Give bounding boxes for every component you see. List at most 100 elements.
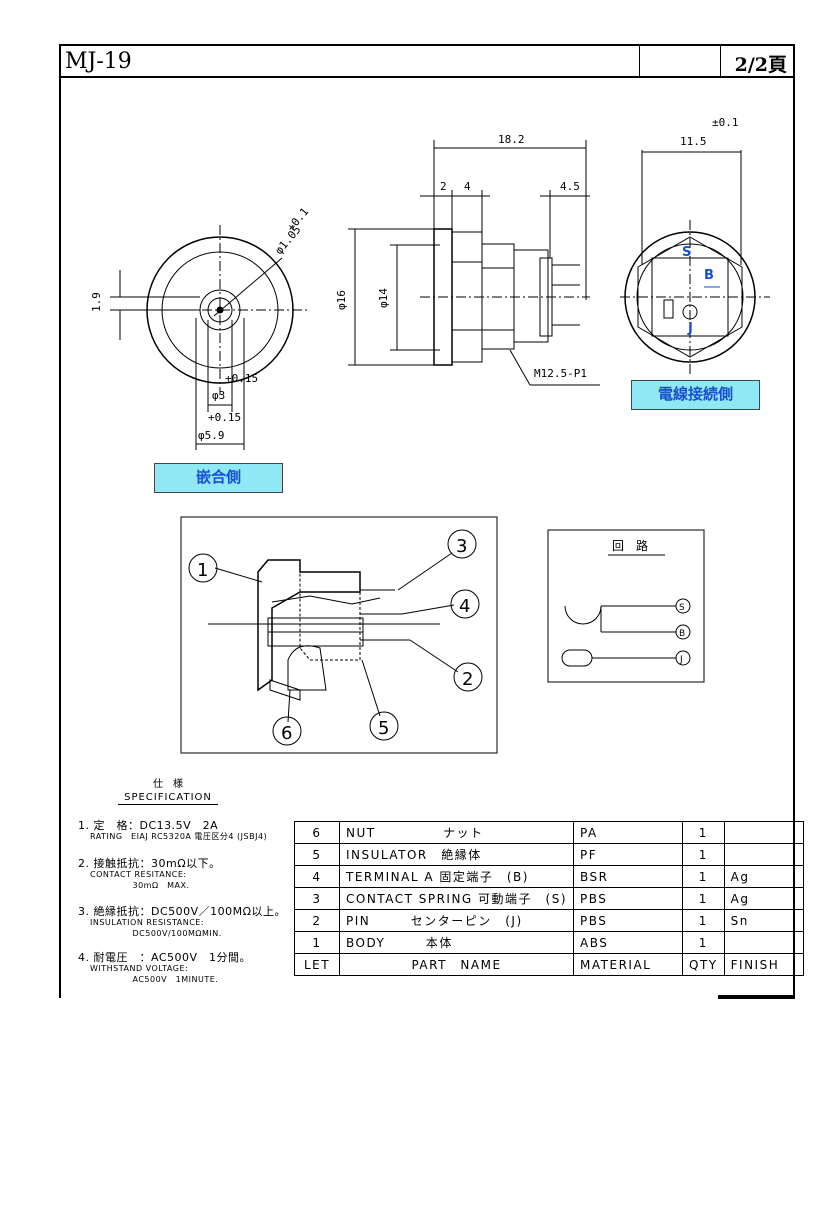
section-view-box	[180, 516, 498, 754]
table-row: 5 INSULATOR 絶縁体 PF 1	[294, 843, 804, 866]
parts-list-table: 6 NUT ナット PA 1 5 INSULATOR 絶縁体 PF 1 4 TE…	[294, 821, 804, 976]
circuit-title: 回 路	[612, 538, 648, 553]
cell-let: 5	[294, 843, 340, 866]
cell-qty: 1	[682, 931, 725, 954]
len-2-dim: 2	[440, 180, 447, 193]
circuit-box	[547, 529, 705, 683]
thread-dim: M12.5-P1	[534, 367, 587, 380]
dia14-dim: φ14	[377, 288, 390, 308]
cell-qty: 1	[682, 909, 725, 932]
cell-finish	[723, 821, 804, 844]
balloon-6: 6	[281, 723, 292, 744]
cell-finish: Sn	[723, 909, 804, 932]
table-row: 3 CONTACT SPRING 可動端子 (S) PBS 1 Ag	[294, 887, 804, 910]
page-number: 2/2頁	[734, 54, 787, 76]
cell-material: PBS	[573, 909, 684, 932]
circuit-terminal-s: S	[679, 603, 685, 613]
spec-item-sub: AC500V 1MINUTE.	[90, 975, 219, 984]
cell-material: PF	[573, 843, 684, 866]
balloon-2: 2	[462, 669, 473, 690]
cell-name: NUT ナット	[338, 821, 575, 844]
cell-finish	[723, 931, 804, 954]
spec-item-sub: DC500V/100MΩMIN.	[90, 929, 222, 938]
table-row: 4 TERMINAL A 固定端子 (B) BSR 1 Ag	[294, 865, 804, 888]
table-header-row: LET PART NAME MATERIAL QTY FINISH	[294, 953, 804, 976]
spec-title-en: SPECIFICATION	[118, 791, 218, 805]
balloon-1: 1	[197, 560, 208, 581]
model-number: MJ-19	[65, 49, 132, 74]
cell-finish	[723, 843, 804, 866]
section-view	[188, 529, 483, 746]
header-qty: QTY	[682, 953, 725, 976]
cell-qty: 1	[682, 887, 725, 910]
spec-item-sub: CONTACT RESITANCE:	[90, 870, 187, 879]
rear-terminal-s: S	[682, 245, 691, 260]
balloon-4: 4	[459, 596, 470, 617]
cell-name: INSULATOR 絶縁体	[338, 843, 575, 866]
mating-side-label: 嵌合側	[154, 463, 283, 493]
spec-item-sub: RATING EIAJ RC5320A 電圧区分4 (JSBJ4)	[90, 832, 268, 841]
rear-terminal-b: B	[704, 268, 714, 283]
balloon-5: 5	[378, 718, 389, 739]
cell-material: PA	[573, 821, 684, 844]
dia16-dim: φ16	[335, 290, 348, 310]
cell-finish: Ag	[723, 887, 804, 910]
spec-item-main: 3. 絶縁抵抗：DC500V／100MΩ以上。	[78, 905, 287, 918]
circuit-diagram	[561, 554, 691, 667]
header-part-name: PART NAME	[338, 953, 575, 976]
cell-material: BSR	[573, 865, 684, 888]
cell-name: BODY 本体	[338, 931, 575, 954]
header-finish: FINISH	[723, 953, 804, 976]
spec-item-main: 1. 定 格：DC13.5V 2A	[78, 819, 219, 832]
cell-material: ABS	[573, 931, 684, 954]
len-4-dim: 4	[464, 180, 471, 193]
header-let: LET	[294, 953, 340, 976]
spec-heading: 仕 様 SPECIFICATION	[118, 778, 218, 805]
table-row: 2 PIN センターピン (J) PBS 1 Sn	[294, 909, 804, 932]
circuit-terminal-j: J	[679, 655, 683, 665]
circuit-terminal-b: B	[679, 629, 685, 639]
spec-item-sub: WITHSTAND VOLTAGE:	[90, 964, 189, 973]
side-view	[348, 140, 600, 386]
cell-material: PBS	[573, 887, 684, 910]
bore-dim: φ5.9	[198, 429, 225, 442]
cell-let: 3	[294, 887, 340, 910]
spec-item-2: 2. 接触抵抗：30mΩ以下。 CONTACT RESITANCE: 30mΩ …	[78, 858, 221, 891]
cell-name: PIN センターピン (J)	[338, 909, 575, 932]
width-tol: ±0.1	[712, 116, 739, 129]
spec-item-sub: INSULATION RESISTANCE:	[90, 918, 205, 927]
cell-let: 1	[294, 931, 340, 954]
pin-dim: φ3	[212, 389, 225, 402]
offset-dim: 1.9	[90, 292, 103, 312]
title-block: MJ-19 2/2頁	[59, 44, 795, 78]
spec-title-jp: 仕 様	[153, 779, 183, 790]
table-row: 6 NUT ナット PA 1	[294, 821, 804, 844]
rear-terminal-j: J	[687, 321, 693, 336]
cell-qty: 1	[682, 821, 725, 844]
spec-item-sub: 30mΩ MAX.	[90, 881, 190, 890]
spec-item-main: 2. 接触抵抗：30mΩ以下。	[78, 857, 221, 870]
front-hole-tol: +0.1	[284, 205, 311, 234]
front-view	[110, 225, 310, 450]
cell-qty: 1	[682, 865, 725, 888]
len-45-dim: 4.5	[560, 180, 580, 193]
width-dim: 11.5	[680, 135, 707, 148]
spec-item-main: 4. 耐電圧 ：AC500V 1分間。	[78, 951, 252, 964]
wire-side-label: 電線接続側	[631, 380, 760, 410]
title-block-blank-cell	[639, 46, 721, 76]
cell-let: 2	[294, 909, 340, 932]
pin-tol: +0.15	[225, 372, 258, 385]
frame-corner-bar	[718, 995, 795, 999]
spec-item-3: 3. 絶縁抵抗：DC500V／100MΩ以上。 INSULATION RESIS…	[78, 906, 286, 939]
cell-name: CONTACT SPRING 可動端子 (S)	[338, 887, 575, 910]
balloon-3: 3	[456, 536, 467, 557]
cell-qty: 1	[682, 843, 725, 866]
total-length-dim: 18.2	[498, 133, 525, 146]
cell-finish: Ag	[723, 865, 804, 888]
spec-item-4: 4. 耐電圧 ：AC500V 1分間。 WITHSTAND VOLTAGE: A…	[78, 952, 251, 985]
rear-view	[620, 150, 770, 375]
table-row: 1 BODY 本体 ABS 1	[294, 931, 804, 954]
cell-name: TERMINAL A 固定端子 (B)	[338, 865, 575, 888]
bore-tol: +0.15	[208, 411, 241, 424]
